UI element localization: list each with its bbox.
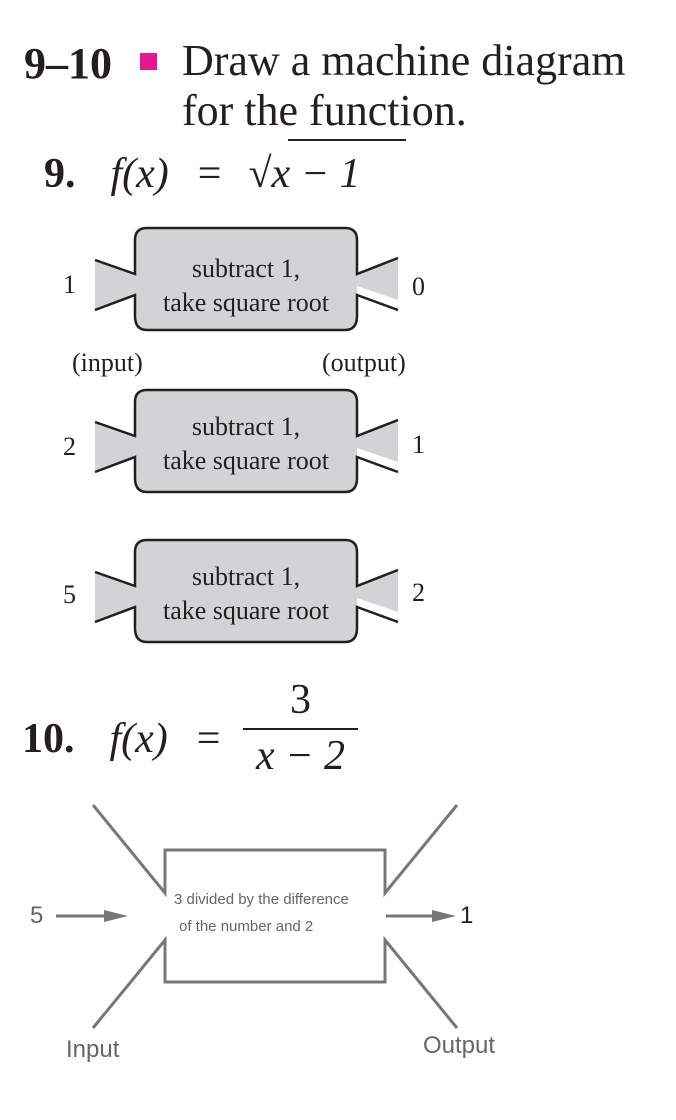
problem-9-number: 9.: [44, 151, 76, 197]
output-label: (output): [322, 348, 406, 377]
problem-10-equals: =: [196, 716, 221, 762]
problem-10-lhs: f(x): [109, 716, 168, 762]
input-label: (input): [72, 348, 143, 377]
problem-9-equation: 9. f(x) = √x − 1: [44, 150, 361, 198]
problem-10-equation: 10. f(x) =: [22, 715, 220, 763]
problem-10-machine-shape: [56, 804, 459, 1029]
machine-shape-3: [94, 538, 399, 644]
exercise-range: 9–10: [24, 39, 112, 88]
machine-3-line-2: take square root: [162, 596, 330, 625]
machine-1-output: 0: [412, 272, 425, 301]
input-arrow-head-icon: [104, 910, 128, 922]
machine-shape-1: [94, 226, 399, 332]
machine-shape-2: [94, 388, 399, 494]
machine-1-line-1: subtract 1,: [191, 254, 301, 283]
machine-2-line-2: take square root: [162, 446, 330, 475]
problem-9-lhs: f(x): [110, 151, 169, 197]
machine-3-line-1: subtract 1,: [191, 562, 301, 591]
problem-10-input-label: Input: [66, 1036, 120, 1063]
problem-10-operation-line-1: 3 divided by the difference: [174, 891, 349, 908]
problem-10-number: 10.: [22, 716, 75, 762]
machine-2-input: 2: [63, 432, 76, 461]
machine-1-line-2: take square root: [162, 288, 330, 317]
sqrt-symbol-icon: √: [248, 151, 272, 197]
fraction-bar: [243, 728, 358, 730]
machine-3-input: 5: [63, 580, 76, 609]
problem-10-output-value: 1: [460, 902, 474, 929]
fraction-denominator: x − 2: [256, 733, 345, 779]
output-arrow-head-icon: [432, 910, 456, 922]
problem-10-fraction: 3 x − 2: [243, 676, 358, 778]
bullet-square-icon: [140, 53, 157, 70]
machine-3-output: 2: [412, 578, 425, 607]
machine-1-operation: subtract 1, take square root: [126, 252, 366, 320]
machine-1-input: 1: [63, 270, 76, 299]
problem-9-equals: =: [197, 151, 222, 197]
problem-10-operation-line-2: of the number and 2: [179, 918, 314, 935]
problem-10-input-value: 5: [30, 902, 44, 929]
machine-2-line-1: subtract 1,: [191, 412, 301, 441]
instruction-line-2: for the function.: [182, 86, 467, 135]
problem-10-output-label: Output: [423, 1032, 496, 1059]
machine-3-operation: subtract 1, take square root: [126, 560, 366, 628]
problem-9-radicand: x − 1: [271, 151, 361, 197]
machine-2-output: 1: [412, 430, 425, 459]
instruction-line-1: Draw a machine diagram: [182, 36, 626, 85]
fraction-numerator: 3: [290, 677, 311, 723]
instruction: Draw a machine diagram for the function.: [182, 36, 625, 136]
machine-2-operation: subtract 1, take square root: [126, 410, 366, 478]
sqrt-vinculum: [288, 139, 406, 141]
